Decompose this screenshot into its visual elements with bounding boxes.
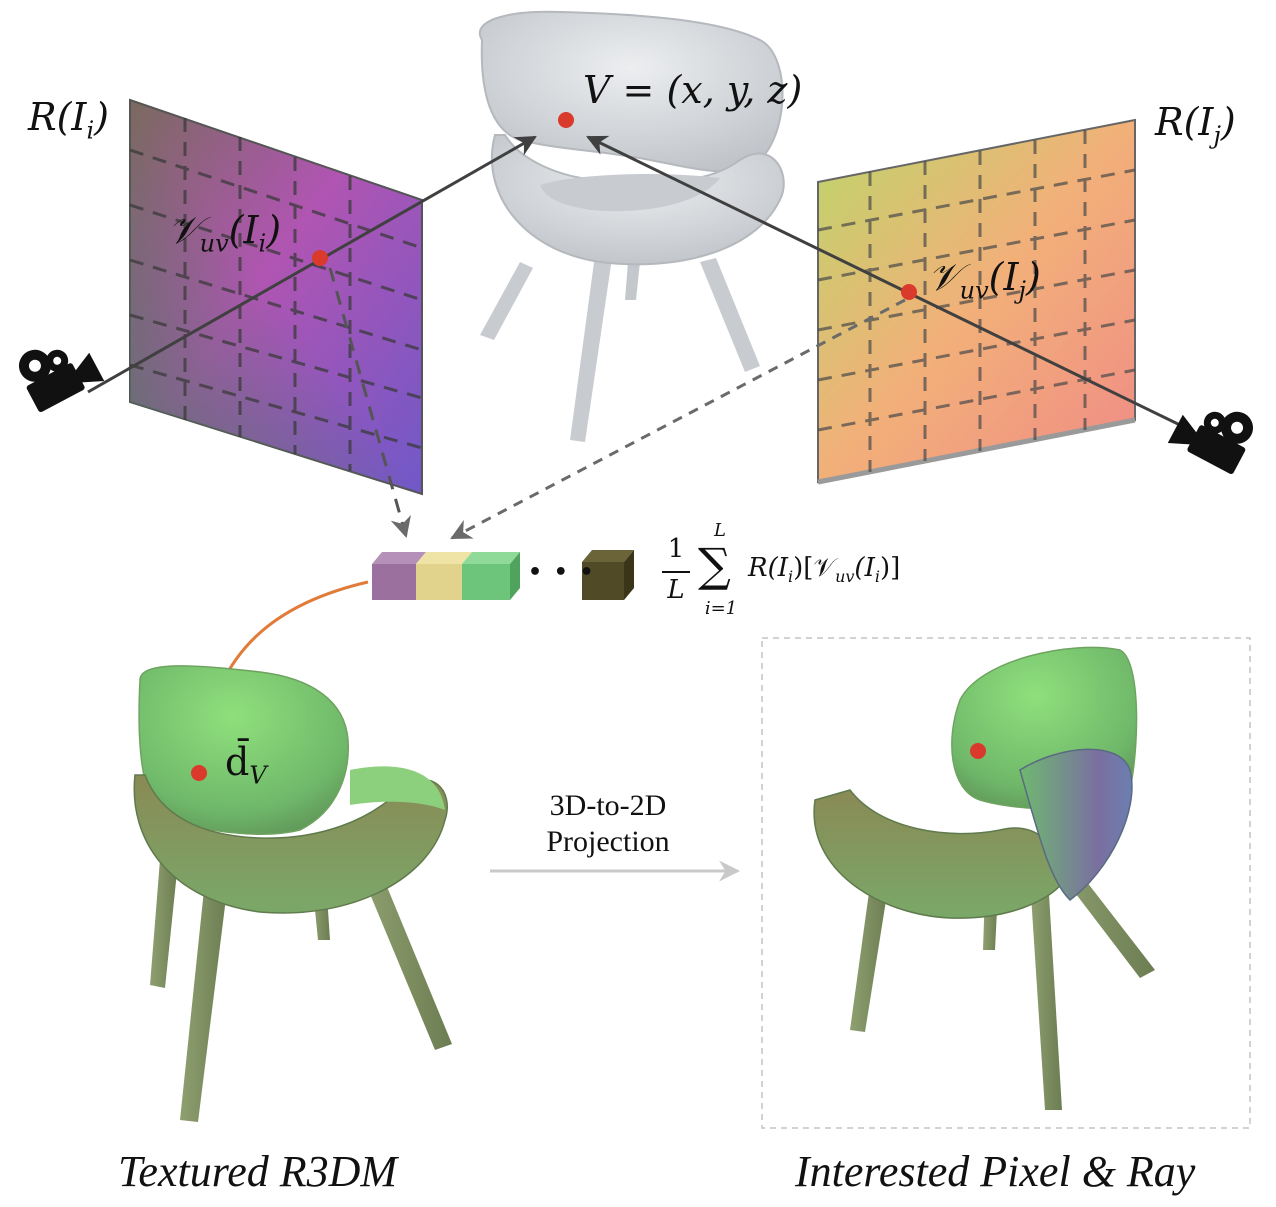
ray-right-arrow <box>586 135 1181 427</box>
result-frame <box>761 637 1251 1129</box>
vertex-label: V = (x, y, z) <box>583 68 803 112</box>
proj-left-point <box>312 250 328 266</box>
gray-chair <box>478 10 785 442</box>
proj-left-label: 𝒱uv(Ii) <box>168 208 282 258</box>
caption-left: Textured R3DM <box>118 1147 398 1196</box>
formula-numerator: 1 <box>667 534 685 564</box>
ellipsis: • • • <box>528 560 596 585</box>
formula-sum-sign: ∑ <box>698 538 731 592</box>
descriptor-point <box>191 765 207 781</box>
proj-right-point <box>901 284 917 300</box>
plane-right-label: R(Ij) <box>1155 100 1236 150</box>
feature-cell-3 <box>462 564 510 600</box>
feature-vector <box>372 550 634 600</box>
projection-label-line2: Projection <box>546 825 670 858</box>
dashed-arrow-right <box>450 298 906 540</box>
plane-left <box>129 98 423 496</box>
proj-right-label: 𝒱uv(Ij) <box>928 255 1041 305</box>
feature-cell-1 <box>372 564 416 600</box>
plane-left-label: R(Ii) <box>28 95 109 145</box>
camera-left-icon <box>18 349 105 413</box>
formula-body: R(Ii)[𝒱uv(Ii)] <box>748 553 901 587</box>
formula-fraction-bar <box>662 571 690 573</box>
projection-label-line1: 3D-to-2D <box>549 789 667 822</box>
feature-cell-2 <box>416 564 462 600</box>
descriptor-label: d̄V <box>225 740 267 790</box>
textured-chair <box>133 665 452 1122</box>
formula-sum-top: L <box>714 520 726 541</box>
caption-right: Interested Pixel & Ray <box>795 1147 1196 1196</box>
projection-label: 3D-to-2D Projection <box>500 788 716 860</box>
vertex-point <box>558 112 574 128</box>
ray-left-arrow <box>87 135 537 394</box>
feature-cell-last <box>582 562 624 600</box>
camera-right-icon <box>1167 411 1254 475</box>
projected-chair <box>813 646 1155 1110</box>
formula-sum-bottom: i=1 <box>704 598 738 619</box>
plane-right <box>817 118 1136 485</box>
formula-denominator: L <box>667 575 685 605</box>
pixel-point <box>970 743 986 759</box>
